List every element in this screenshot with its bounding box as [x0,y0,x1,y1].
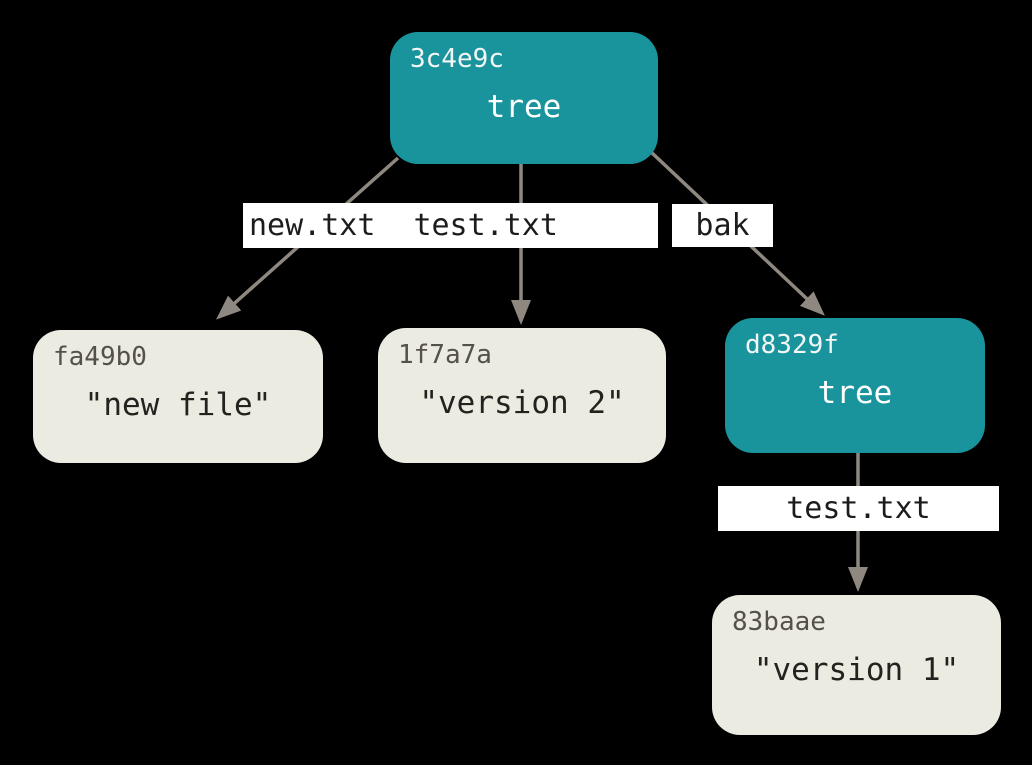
node-content: "version 2" [419,385,625,421]
node-content: "version 1" [753,652,960,688]
node-content: tree [486,89,562,125]
node-hash: d8329f [745,330,839,360]
node-hash: 3c4e9c [410,44,504,74]
node-hash: 1f7a7a [398,340,492,370]
tree-node-root: 3c4e9c tree [390,32,658,164]
edge-label-newtxt-testtxt: new.txt test.txt [243,203,658,248]
node-content: tree [817,375,893,411]
tree-node-bak: d8329f tree [725,318,985,453]
edge-label-newtxt: new.txt [249,208,376,243]
node-content: "new file" [84,387,272,423]
edge-label-testtxt: test.txt [413,208,558,243]
edge-label-bak: bak [672,204,773,247]
node-hash: fa49b0 [53,342,147,372]
blob-node-new-file: fa49b0 "new file" [33,330,323,463]
blob-node-version-2: 1f7a7a "version 2" [378,328,666,463]
blob-node-version-1: 83baae "version 1" [712,595,1001,735]
edge-label-testtxt-bottom: test.txt [718,486,999,531]
node-hash: 83baae [732,607,826,637]
